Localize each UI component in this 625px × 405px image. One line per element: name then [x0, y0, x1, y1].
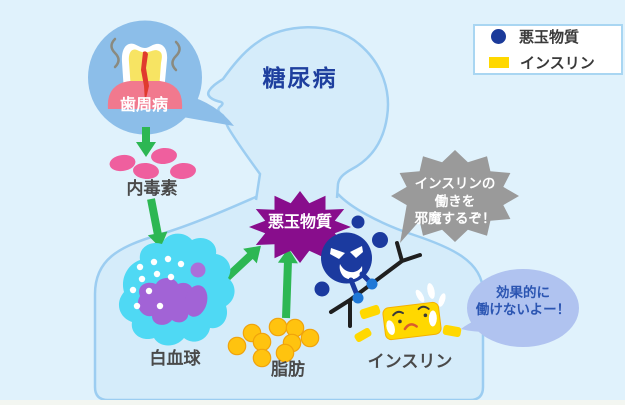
- fat-globule: [285, 318, 305, 338]
- speech-line: 働きを: [434, 193, 476, 209]
- fat-globule: [300, 328, 320, 348]
- hand: [366, 278, 378, 290]
- pain-squiggle-right-icon: [171, 40, 181, 72]
- bad-substance-dot: [351, 215, 365, 229]
- endotoxin-label: 内毒素: [126, 179, 178, 198]
- periodontal-label: 歯周病: [119, 97, 168, 114]
- insulin-label: インスリン: [367, 352, 453, 371]
- endotoxin-dot: [170, 162, 196, 180]
- bad-substance-dot: [314, 281, 330, 297]
- tear-drop-icon: [386, 320, 395, 335]
- endotoxin-dot: [133, 162, 159, 180]
- bad-substance-speech-bubble: [391, 150, 519, 243]
- insulin-bubble-body: [467, 269, 579, 347]
- fat-globule: [252, 332, 272, 352]
- periodontal-bubble: [88, 20, 234, 135]
- fat-globule: [252, 348, 272, 368]
- legend-row-bad-substance: 悪玉物質: [489, 26, 621, 47]
- speech-line: 働けないよー！: [475, 302, 571, 317]
- legend-label: インスリン: [520, 55, 595, 72]
- white-blood-cell-label: 白血球: [149, 349, 201, 368]
- legend-row-insulin: インスリン: [489, 52, 621, 73]
- diabetes-title: 糖尿病: [262, 65, 338, 91]
- head-fill: [208, 27, 388, 206]
- bad-substance-label: 悪玉物質: [267, 214, 332, 231]
- bad-substance-swatch-icon: [491, 29, 506, 44]
- sweat-drop-icon: [427, 283, 435, 299]
- wbc-granule: [190, 262, 206, 278]
- bottom-margin: [0, 400, 625, 405]
- inflamed-pulp: [141, 51, 149, 103]
- speech-line: インスリンの: [414, 176, 496, 191]
- pain-squiggle-left-icon: [110, 37, 120, 69]
- arrow-periodontal-to-endotoxin-icon: [136, 127, 156, 157]
- fat-globule: [227, 336, 247, 356]
- insulin-main-character: [382, 301, 442, 341]
- bad-substance-character: [314, 215, 422, 328]
- grin-mouth: [339, 264, 363, 280]
- insulin-swatch-icon: [489, 57, 509, 68]
- fat-label: 脂肪: [271, 360, 305, 379]
- arrow-endotoxin-to-wbc-icon: [147, 198, 168, 249]
- endotoxin-dot: [151, 147, 177, 165]
- tear-drop-icon: [428, 310, 437, 327]
- insulin-speech-text: 効果的に 働けないよー！: [463, 284, 583, 318]
- insulin-fragment: [354, 327, 372, 343]
- insulin-characters: [354, 283, 462, 343]
- endotoxin-dot: [109, 154, 136, 172]
- sweat-drop-icon: [438, 293, 446, 307]
- wbc-speckles: [129, 255, 185, 310]
- sad-eyebrows: [392, 305, 430, 317]
- arrow-fat-to-bad-substance-icon: [277, 248, 298, 319]
- tooth-icon: [107, 37, 183, 109]
- angry-eye-right: [350, 246, 363, 258]
- legend: 悪玉物質 インスリン: [473, 24, 623, 75]
- sweat-drop-icon: [415, 289, 425, 303]
- hand: [352, 292, 364, 304]
- fat-globule: [268, 317, 288, 337]
- frown-mouth: [403, 323, 418, 331]
- fat-globule: [275, 343, 295, 363]
- flow-arrows: [136, 127, 298, 319]
- insulin-fragment: [442, 324, 462, 338]
- insulin-fragment: [359, 304, 381, 320]
- eye: [398, 319, 402, 324]
- eye: [423, 313, 428, 318]
- wbc-nucleus: [184, 285, 208, 317]
- endotoxin-dots: [109, 147, 196, 180]
- wbc-nucleus: [137, 278, 197, 325]
- speech-line: 邪魔するぞ！: [414, 211, 496, 226]
- legend-label: 悪玉物質: [519, 29, 580, 46]
- white-blood-cell-icon: [118, 233, 235, 346]
- angry-eye-left: [330, 248, 345, 259]
- bad-substance-dot: [372, 232, 388, 248]
- speech-line: 効果的に: [496, 285, 550, 300]
- fat-cluster: [227, 317, 320, 368]
- insulin-speech-bubble: [461, 269, 579, 347]
- bad-substance-speech-text: インスリンの 働きを 邪魔するぞ！: [395, 175, 515, 228]
